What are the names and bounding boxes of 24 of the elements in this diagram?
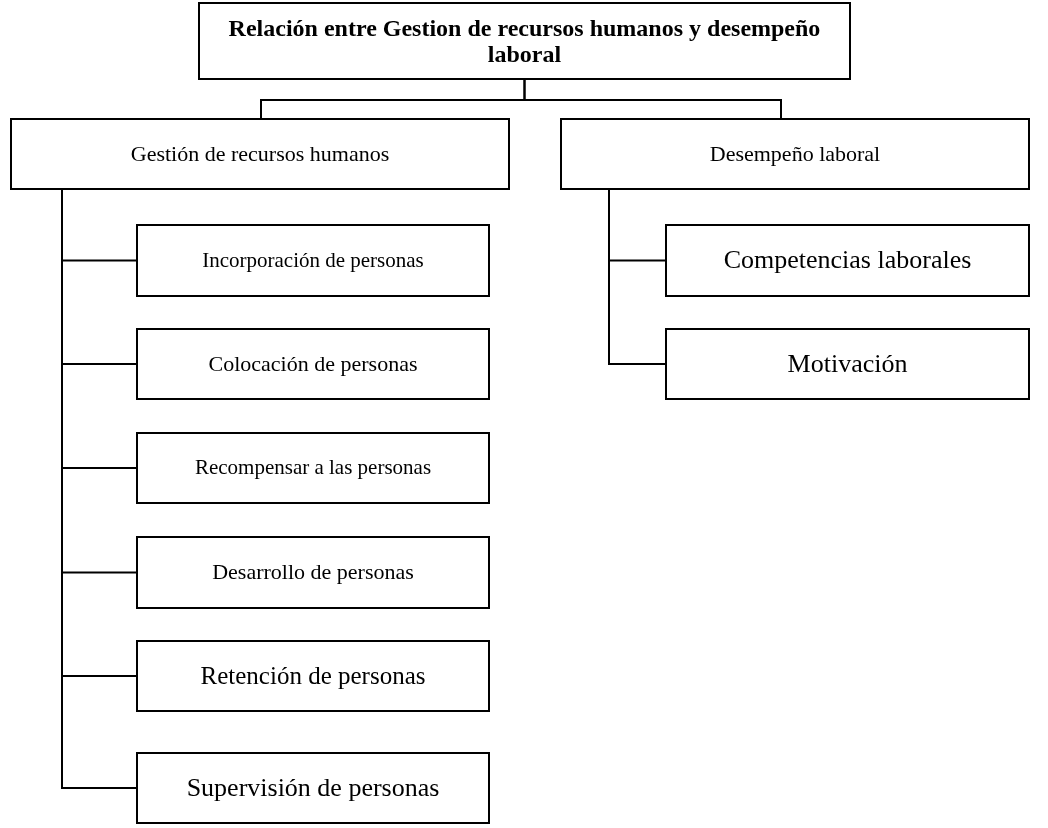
node-label: Incorporación de personas xyxy=(202,248,424,273)
category-box xyxy=(136,328,490,400)
connector-line xyxy=(523,79,782,119)
node-label: Desempeño laboral xyxy=(709,141,881,167)
node-label: Desarrollo de personas xyxy=(212,560,414,585)
node-label: Relación entre Gestion de recursos humanos y desempeño laboral xyxy=(227,14,822,68)
node-label: Retención de personas xyxy=(200,662,426,690)
category-box xyxy=(665,328,1030,400)
category-box xyxy=(136,752,490,824)
category-box xyxy=(136,224,490,297)
category-box xyxy=(665,224,1030,297)
node-label: Gestión de recursos humanos xyxy=(130,141,390,167)
node-label: Recompensar a las personas xyxy=(194,456,432,480)
node-label: Motivación xyxy=(787,349,908,379)
node-label: Supervisión de personas xyxy=(186,773,440,803)
category-box xyxy=(136,640,490,712)
category-box xyxy=(136,536,490,609)
title-box xyxy=(198,2,851,80)
category-box xyxy=(560,118,1030,190)
category-box xyxy=(10,118,510,190)
node-label: Colocación de personas xyxy=(208,351,418,377)
category-box xyxy=(136,432,490,504)
connector-line xyxy=(608,189,666,365)
node-label: Competencias laborales xyxy=(723,246,972,275)
